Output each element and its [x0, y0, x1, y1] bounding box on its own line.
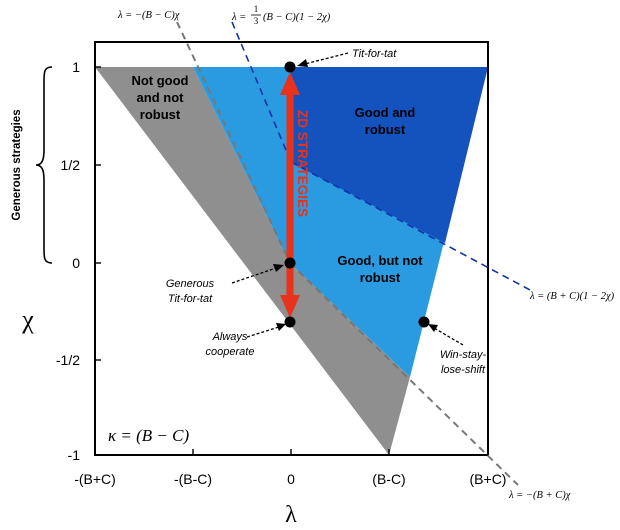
kappa-label: κ = (B − C): [108, 426, 189, 445]
line-bpc-1m2chi: [290, 161, 531, 291]
eq-top-left: λ = −(B − C)χ: [117, 10, 180, 21]
y-tick-neg-1: -1: [68, 447, 81, 463]
callout-allc-head: [276, 323, 286, 331]
region-not-good: [95, 67, 410, 455]
label-tit-for-tat: Tit-for-tat: [352, 48, 397, 60]
eq-top-mid-rest: (B − C)(1 − 2χ): [263, 12, 331, 23]
region-label-good-robust-2: robust: [365, 122, 406, 137]
point-generous-tft: [284, 257, 296, 269]
x-axis-title: λ: [285, 502, 297, 528]
eq-top-mid-num: 1: [254, 4, 259, 14]
x-tick-bpc: (B+C): [470, 471, 507, 487]
eq-bottom-right: λ = −(B + C)χ: [508, 490, 571, 501]
x-tick-0: 0: [287, 471, 295, 487]
eq-top-mid-den: 3: [254, 16, 259, 26]
label-wsls-2: lose-shift: [441, 364, 486, 376]
line-neg-bpc-chi: [289, 262, 519, 486]
y-axis-ticks: [95, 66, 101, 361]
eq-top-mid-prefix: λ =: [231, 12, 246, 23]
callout-wsls-line: [433, 327, 464, 346]
callout-gtft-head: [273, 264, 284, 272]
region-label-good-not-robust-2: robust: [360, 270, 401, 285]
x-tick-bmc: (B-C): [372, 471, 405, 487]
label-wsls-1: Win-stay-: [440, 349, 487, 361]
label-always-cooperate-1: Always: [212, 331, 248, 343]
label-generous-2: Tit-for-tat: [168, 293, 213, 305]
zd-arrow-head-down: [280, 295, 300, 318]
region-label-good-robust-1: Good and: [355, 105, 416, 120]
zd-arrow-head-up: [280, 72, 300, 95]
callout-allc-line: [246, 326, 280, 338]
generous-brace: [35, 66, 53, 264]
callout-tft-line: [304, 52, 349, 65]
label-always-cooperate-2: cooperate: [206, 346, 255, 358]
y-tick-neg-half: -1/2: [56, 352, 80, 368]
label-generous-1: Generous: [166, 278, 215, 290]
callout-gtft-line: [231, 267, 277, 284]
line-neg-bc-chi: [176, 21, 291, 264]
region-label-not-good-3: robust: [140, 107, 181, 122]
point-always-cooperate: [284, 316, 296, 328]
region-label-not-good-2: and not: [137, 90, 185, 105]
y-axis-title: χ: [21, 305, 34, 334]
callout-tft-head: [297, 59, 308, 67]
y-tick-1: 1: [72, 59, 80, 75]
region-good-and-robust: [290, 67, 488, 243]
x-axis-ticks: [192, 449, 390, 455]
region-label-good-not-robust-1: Good, but not: [337, 253, 423, 268]
x-tick-neg-bpc: -(B+C): [74, 471, 116, 487]
y-tick-0: 0: [72, 255, 80, 271]
eq-right: λ = (B + C)(1 − 2χ): [529, 291, 615, 302]
line-third-bc: [231, 21, 292, 163]
callout-wsls-head: [428, 324, 438, 332]
y-tick-half: 1/2: [61, 157, 81, 173]
zd-strategies-label: ZD STRATEGIES: [295, 110, 310, 217]
region-label-not-good-1: Not good: [131, 73, 188, 88]
generous-strategies-label: Generous strategies: [11, 109, 23, 220]
point-tit-for-tat: [284, 61, 296, 73]
point-win-stay-lose-shift: [418, 316, 430, 328]
x-tick-neg-bmc: -(B-C): [174, 471, 212, 487]
